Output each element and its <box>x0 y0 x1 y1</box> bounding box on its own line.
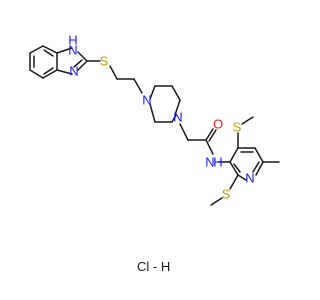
molecule-diagram: H N N S N N O N H N S S Cl - H <box>29 33 280 274</box>
imidazole-ring <box>56 47 88 75</box>
thioether-s-label: S <box>100 54 109 69</box>
amide-h-label: H <box>213 155 222 170</box>
benzene-ring <box>29 45 58 79</box>
hcl-salt-label: Cl - H <box>137 259 170 274</box>
pyridine-ring <box>217 147 264 181</box>
piperazine-ring <box>149 85 181 123</box>
piperazine-n1-label: N <box>142 93 151 108</box>
piperazine-n2-label: N <box>173 110 182 125</box>
benzimidazole-nh-label: H <box>68 33 77 48</box>
benzimidazole-n1-label: N <box>68 43 77 58</box>
structure-canvas: H N N S N N O N H N S S Cl - H <box>29 33 280 274</box>
acetamide-linker <box>179 123 217 155</box>
pyridine-substituents <box>210 116 280 206</box>
methylthio-s2-label: S <box>222 187 231 202</box>
carbonyl-o-label: O <box>213 117 223 132</box>
amide-n-label: N <box>205 155 214 170</box>
benzimidazole-n3-label: N <box>69 64 78 79</box>
thioether-chain <box>86 60 143 94</box>
pyridine-n-label: N <box>245 171 254 186</box>
methylthio-s4-label: S <box>233 120 242 135</box>
